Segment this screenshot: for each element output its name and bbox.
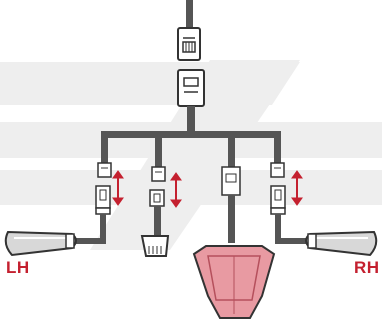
right-hand-label: RH [354,258,380,277]
license-plate-light [140,235,170,257]
right-indicator-branch [270,162,313,244]
left-hand-label: LH [6,258,30,277]
connect-arrow-icon [291,170,303,206]
connect-arrow-icon [170,172,182,208]
splitter-harness [101,69,281,167]
tail-light [192,245,276,319]
plate-light-branch [149,166,182,236]
main-harness-plug [177,0,201,61]
tail-light-branch [221,166,241,243]
connect-arrow-icon [112,170,124,206]
left-indicator-branch [70,162,124,244]
right-indicator-lamp [305,230,378,257]
left-indicator-lamp [4,230,77,257]
